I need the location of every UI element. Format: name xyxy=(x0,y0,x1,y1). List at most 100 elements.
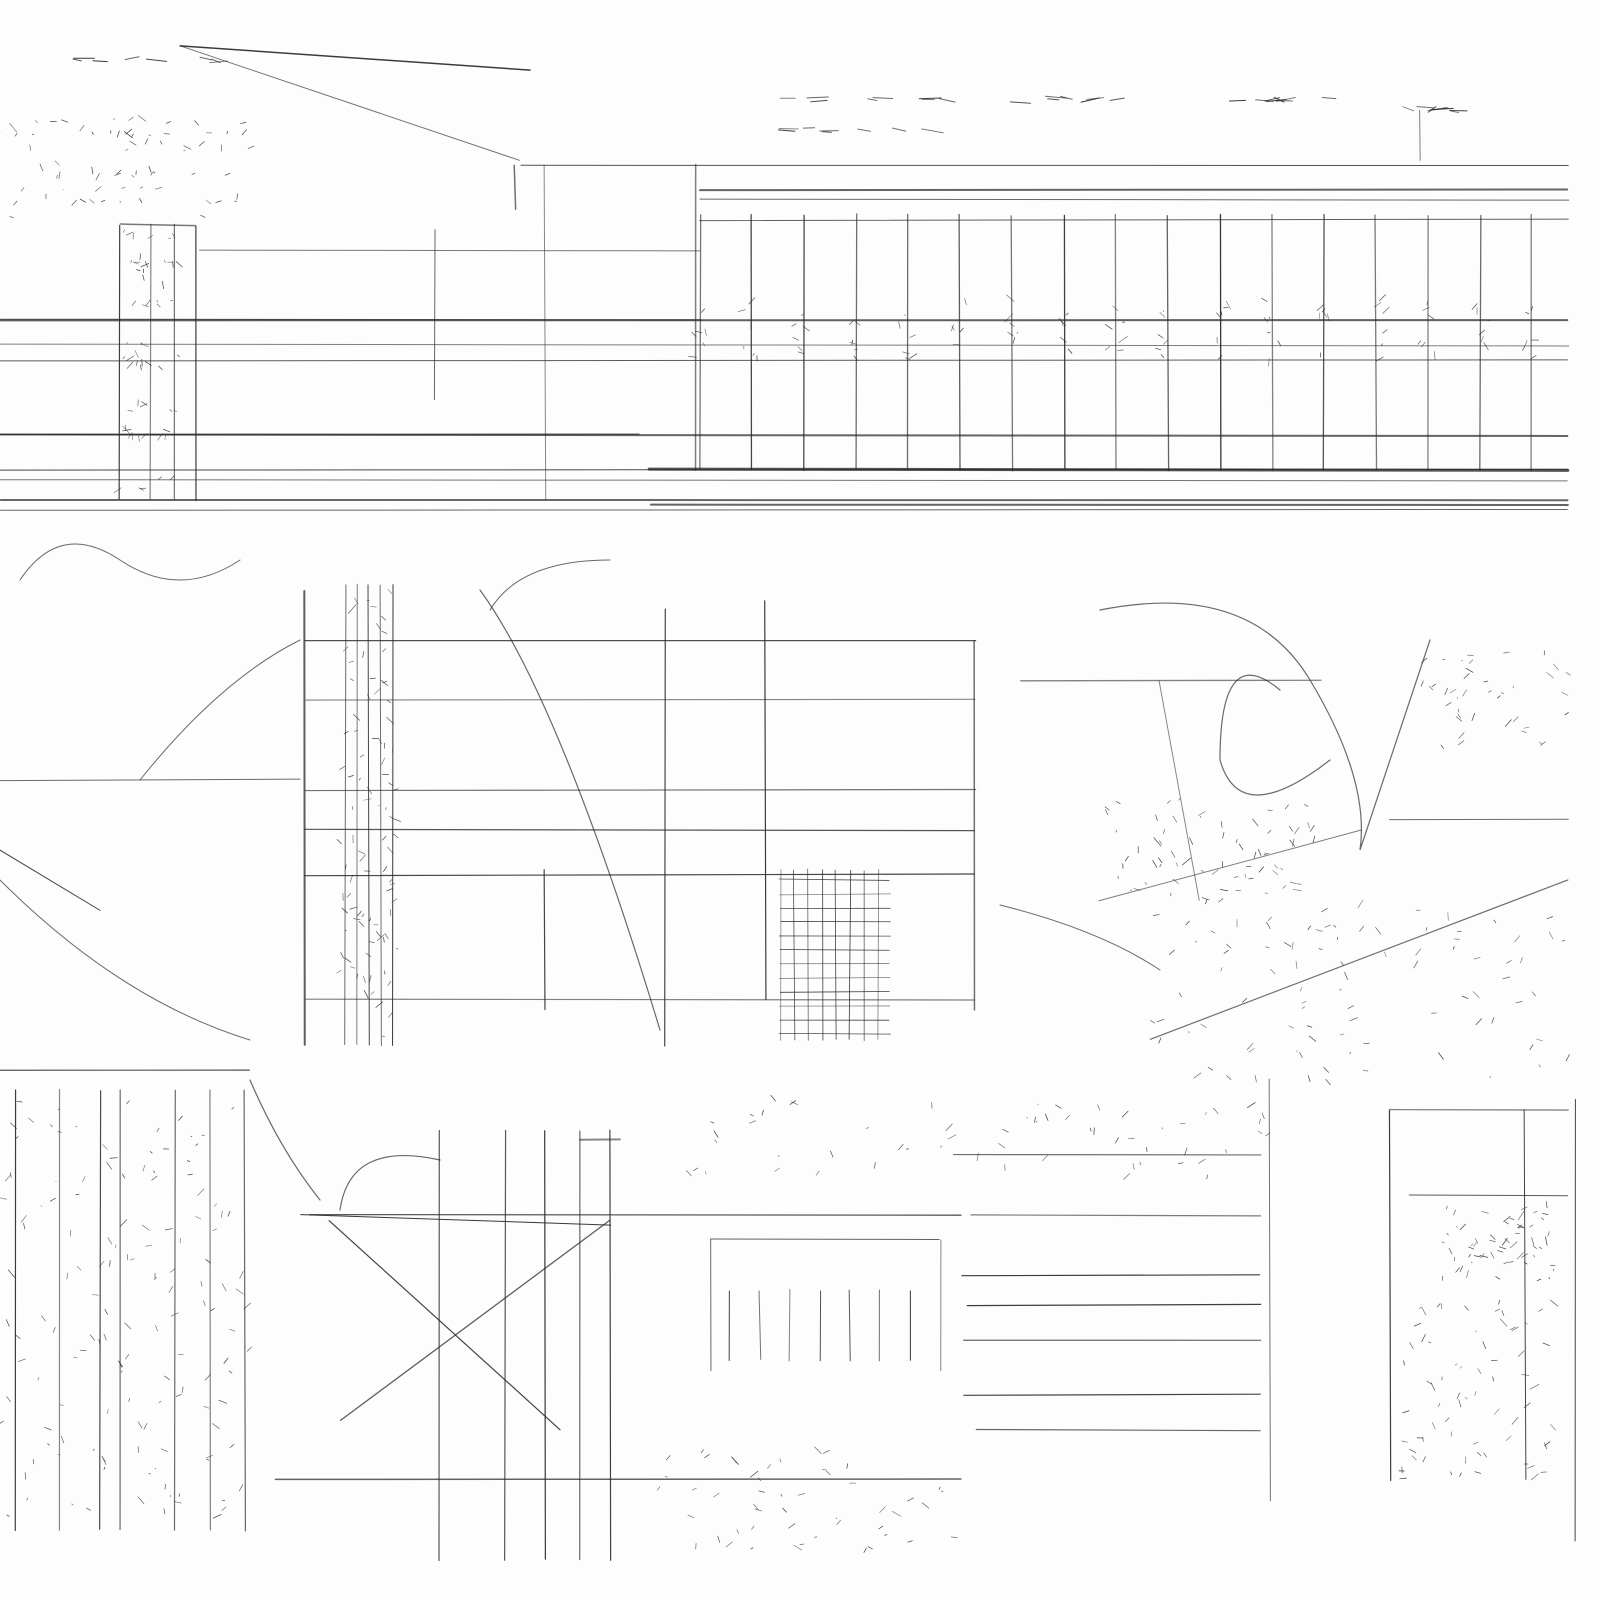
hatch-stroke xyxy=(1510,1241,1518,1249)
hatch-stroke xyxy=(1163,828,1166,834)
hatch-stroke xyxy=(1258,866,1264,873)
hatch-stroke xyxy=(1565,672,1571,676)
hatch-stroke xyxy=(1246,1043,1254,1050)
hatch-stroke xyxy=(383,866,388,873)
hatch-stroke xyxy=(393,788,399,791)
hatch-stroke xyxy=(91,166,94,175)
scribble-mark xyxy=(199,56,213,61)
hatch-stroke xyxy=(169,475,175,481)
scribble-mark xyxy=(810,99,828,103)
hatch-stroke xyxy=(1483,1452,1487,1458)
bottom-left-tower-drawing xyxy=(0,1069,321,1532)
hatch-stroke xyxy=(103,1466,106,1470)
hatch-stroke xyxy=(340,952,344,959)
hatch-stroke xyxy=(1253,851,1257,859)
hatch-stroke xyxy=(1065,1115,1070,1120)
hatch-stroke xyxy=(1530,306,1534,311)
hatch-stroke xyxy=(1524,1262,1528,1265)
hatch-stroke xyxy=(1155,347,1161,351)
hatch-stroke xyxy=(0,1420,4,1424)
hatch-stroke xyxy=(693,1167,699,1171)
hatch-stroke xyxy=(1289,881,1296,884)
hatch-stroke xyxy=(163,1508,166,1515)
hatch-stroke xyxy=(1533,1254,1535,1258)
hatch-stroke xyxy=(1006,294,1015,302)
hatch-stroke xyxy=(159,140,163,145)
hatch-stroke xyxy=(1415,948,1422,956)
hatch-stroke xyxy=(384,970,386,975)
hatch-stroke xyxy=(57,1131,62,1133)
hatch-stroke xyxy=(750,1470,759,1478)
hatch-stroke xyxy=(353,918,361,921)
hatch-stroke xyxy=(195,1216,202,1220)
hatch-stroke xyxy=(1467,654,1474,656)
hatch-stroke xyxy=(343,730,349,735)
hatch-stroke xyxy=(139,198,143,203)
hatch-stroke xyxy=(358,777,361,781)
hatch-stroke xyxy=(353,714,361,721)
hatch-stroke xyxy=(736,1529,739,1534)
panel-beam xyxy=(305,998,975,1001)
hatch-stroke xyxy=(156,303,161,308)
panel-beam xyxy=(303,828,975,832)
hatch-stroke xyxy=(1226,943,1232,949)
hatch-stroke xyxy=(200,1281,203,1287)
hatch-stroke xyxy=(150,172,153,176)
hatch-stroke xyxy=(1198,1158,1206,1164)
scribble-mark xyxy=(872,97,894,100)
hatch-stroke xyxy=(369,677,376,680)
hatch-stroke xyxy=(148,166,152,173)
hatch-stroke xyxy=(1220,311,1223,316)
hatch-stroke xyxy=(998,1143,1006,1149)
hatch-stroke xyxy=(1060,336,1067,343)
hatch-stroke xyxy=(1218,898,1224,903)
hatch-stroke xyxy=(381,757,385,766)
hatch-stroke xyxy=(1266,331,1271,334)
hatch-stroke xyxy=(20,1215,27,1223)
hatch-stroke xyxy=(1514,935,1521,943)
hatch-stroke xyxy=(1409,1342,1414,1349)
hatch-stroke xyxy=(336,839,342,845)
hatch-stroke xyxy=(1223,949,1229,954)
hatch-stroke xyxy=(898,321,901,329)
hatch-stroke xyxy=(101,1455,107,1465)
hatch-stroke xyxy=(1445,1417,1450,1422)
hatch-stroke xyxy=(47,1443,50,1446)
hatch-stroke xyxy=(131,300,136,307)
grid-line xyxy=(780,991,890,993)
hatch-stroke xyxy=(147,235,154,239)
hatch-stroke xyxy=(1115,1137,1119,1144)
hatch-stroke xyxy=(165,121,172,124)
hatch-stroke xyxy=(945,1123,953,1132)
hatch-stroke xyxy=(1512,716,1519,723)
hatch-stroke xyxy=(1422,306,1430,311)
hatch-stroke xyxy=(139,186,144,189)
hatch-stroke xyxy=(774,1167,780,1172)
hatch-stroke xyxy=(357,910,362,917)
hatch-stroke xyxy=(1282,885,1287,889)
scribble-mark xyxy=(1450,110,1460,114)
hatch-stroke xyxy=(203,1300,206,1307)
hatch-stroke xyxy=(1542,1212,1549,1216)
hatch-stroke xyxy=(382,836,387,841)
hatch-stroke xyxy=(1531,1237,1535,1246)
tower-post xyxy=(118,224,121,500)
hatch-stroke xyxy=(752,353,755,356)
hatch-stroke xyxy=(1044,1113,1049,1121)
plank-line xyxy=(970,1214,1262,1217)
hatch-stroke xyxy=(98,1261,105,1268)
hatch-stroke xyxy=(396,948,399,950)
hatch-stroke xyxy=(1225,300,1231,310)
hatch-stroke xyxy=(50,1124,53,1128)
hatch-stroke xyxy=(98,1339,101,1346)
hatch-stroke xyxy=(761,1109,764,1116)
hatch-stroke xyxy=(75,1125,77,1128)
hatch-stroke xyxy=(1382,329,1388,334)
hatch-stroke xyxy=(1112,305,1119,312)
hatch-stroke xyxy=(142,274,145,281)
horizontal-beam xyxy=(699,198,1570,201)
hatch-stroke xyxy=(738,309,746,312)
hatch-stroke xyxy=(1132,1163,1135,1170)
hatch-stroke xyxy=(227,1210,231,1217)
hatch-stroke xyxy=(687,1514,695,1519)
